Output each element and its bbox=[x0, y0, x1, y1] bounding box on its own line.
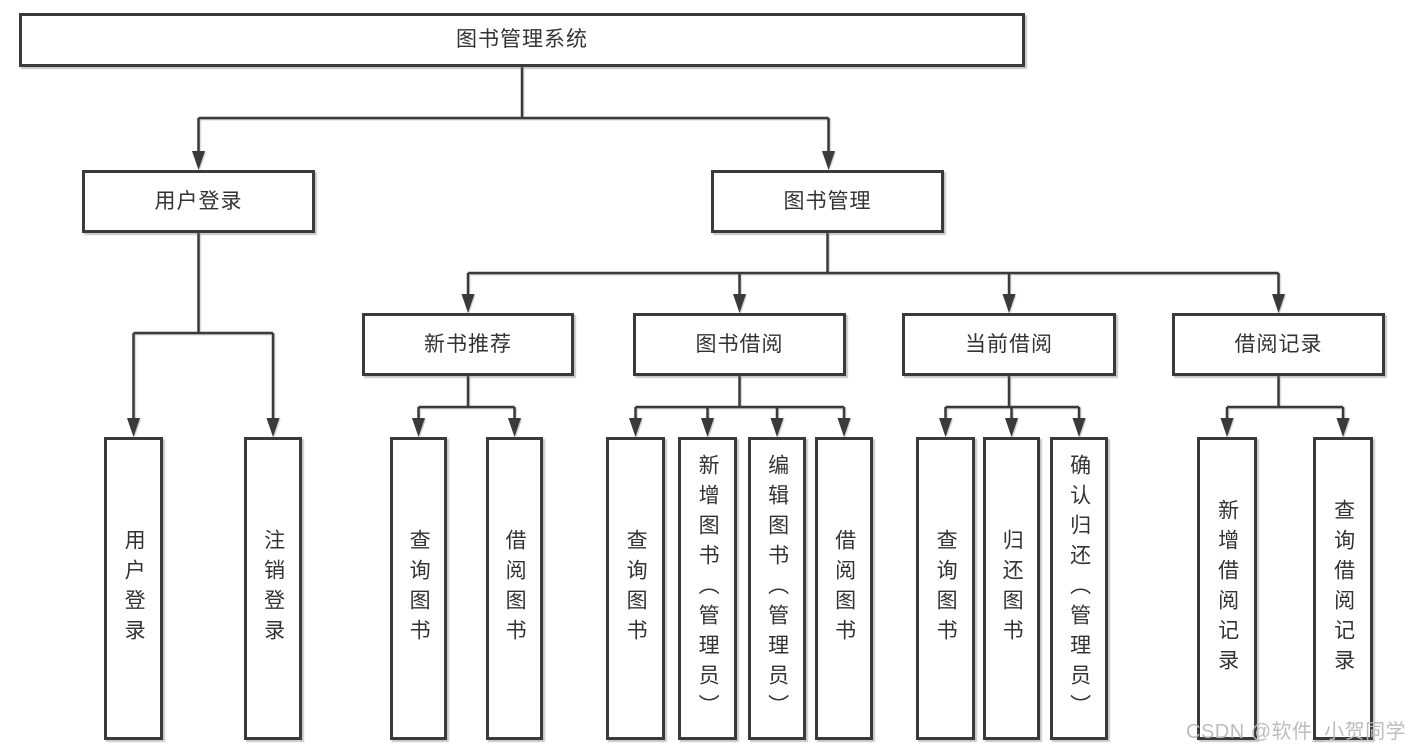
node-confirm-return-admin: 确认归还（管理员） bbox=[1050, 437, 1108, 740]
node-new-book-recommend: 新书推荐 bbox=[362, 313, 574, 376]
node-borrow-records: 借阅记录 bbox=[1172, 313, 1385, 376]
connector-borrow-records bbox=[1225, 376, 1345, 420]
node-query-books-recommend: 查询图书 bbox=[390, 437, 447, 740]
csdn-watermark: CSDN @软件_小贺同学 bbox=[1186, 721, 1405, 743]
connector-user-login bbox=[132, 233, 275, 420]
node-user-login-leaf: 用户登录 bbox=[104, 437, 163, 740]
node-edit-book-admin: 编辑图书（管理员） bbox=[748, 437, 806, 740]
connector-book-borrow bbox=[634, 376, 846, 420]
node-current-borrow: 当前借阅 bbox=[902, 313, 1116, 376]
node-add-borrow-record: 新增借阅记录 bbox=[1197, 437, 1257, 740]
node-query-books-borrow: 查询图书 bbox=[606, 437, 665, 740]
node-return-book: 归还图书 bbox=[983, 437, 1040, 740]
connector-new-book-recommend bbox=[417, 376, 516, 420]
node-borrow-books-leaf: 借阅图书 bbox=[815, 437, 873, 740]
node-user-login: 用户登录 bbox=[82, 170, 315, 233]
connector-root bbox=[197, 67, 830, 153]
connector-book-management bbox=[466, 233, 1280, 296]
connector-current-borrow bbox=[944, 376, 1081, 420]
node-book-borrow: 图书借阅 bbox=[633, 313, 846, 376]
node-book-management: 图书管理 bbox=[711, 170, 944, 233]
node-query-borrow-record: 查询借阅记录 bbox=[1313, 437, 1373, 740]
node-library-system: 图书管理系统 bbox=[19, 13, 1025, 67]
node-query-books-current: 查询图书 bbox=[916, 437, 975, 740]
node-borrow-books-recommend: 借阅图书 bbox=[486, 437, 543, 740]
node-logout: 注销登录 bbox=[244, 437, 302, 740]
node-add-book-admin: 新增图书（管理员） bbox=[678, 437, 737, 740]
